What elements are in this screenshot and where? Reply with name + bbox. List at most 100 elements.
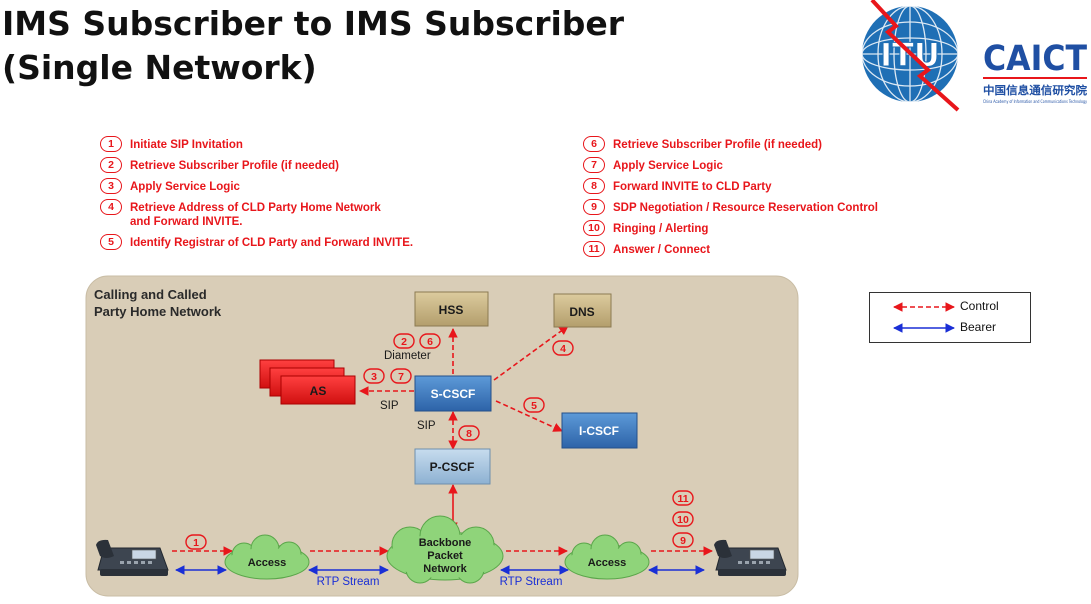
step-marker-7: 7 xyxy=(390,368,412,384)
caict-chinese-name: 中国信息通信研究院 xyxy=(983,83,1087,97)
svg-text:2: 2 xyxy=(401,336,407,348)
node-pcscf: P-CSCF xyxy=(414,448,491,485)
legend-bearer-arrow-icon xyxy=(893,323,955,333)
cloud-access-right: Access xyxy=(564,534,650,580)
svg-text:7: 7 xyxy=(398,371,404,383)
node-hss: HSS xyxy=(414,291,489,327)
step-number: 11 xyxy=(583,241,605,257)
step-label: Apply Service Logic xyxy=(130,181,240,193)
cloud-access-left: Access xyxy=(224,534,310,580)
step-label: Retrieve Address of CLD Party Home Netwo… xyxy=(130,202,381,228)
label-diameter: Diameter xyxy=(384,350,431,362)
svg-text:11: 11 xyxy=(677,493,688,505)
step-label: Identify Registrar of CLD Party and Forw… xyxy=(130,237,414,249)
legend-row-control: Control xyxy=(870,297,1030,317)
step-label: Apply Service Logic xyxy=(613,160,723,172)
step-marker-8: 8 xyxy=(458,425,480,441)
control-arrow-scscf-icscf xyxy=(495,400,563,432)
node-as: AS xyxy=(259,359,356,405)
phone-right-icon xyxy=(714,539,787,576)
node-as-label: AS xyxy=(310,384,327,398)
step-item: 4 Retrieve Address of CLD Party Home Netw… xyxy=(100,199,540,229)
slide-title-line1: IMS Subscriber to IMS Subscriber xyxy=(2,4,625,43)
step-number: 9 xyxy=(583,199,605,215)
step-item: 10 Ringing / Alerting xyxy=(583,220,1003,236)
step-number: 10 xyxy=(583,220,605,236)
cloud-backbone: Backbone Packet Network xyxy=(386,515,504,584)
step-number: 7 xyxy=(583,157,605,173)
node-hss-label: HSS xyxy=(439,303,464,317)
node-scscf-label: S-CSCF xyxy=(431,387,476,401)
step-item: 3 Apply Service Logic xyxy=(100,178,540,194)
cloud-access-right-label: Access xyxy=(588,557,627,569)
step-marker-4: 4 xyxy=(552,340,574,356)
step-label: Retrieve Subscriber Profile (if needed) xyxy=(130,160,339,172)
step-item: 5 Identify Registrar of CLD Party and For… xyxy=(100,234,540,250)
node-dns-label: DNS xyxy=(569,305,594,319)
legend-row-bearer: Bearer xyxy=(870,318,1030,338)
phone-left-icon xyxy=(96,539,169,576)
caict-logo: CAICT 中国信息通信研究院 China Academy of Informa… xyxy=(983,39,1088,104)
node-dns: DNS xyxy=(553,293,612,328)
legend-control-label: Control xyxy=(960,299,999,313)
lightning-icon xyxy=(870,0,960,112)
step-number: 4 xyxy=(100,199,122,215)
step-marker-3: 3 xyxy=(363,368,385,384)
steps-list-right: 6 Retrieve Subscriber Profile (if needed)… xyxy=(583,136,1003,257)
step-marker-11: 11 xyxy=(672,490,694,506)
svg-text:9: 9 xyxy=(680,535,686,547)
step-number: 8 xyxy=(583,178,605,194)
label-rtp-left: RTP Stream xyxy=(317,576,380,588)
step-item: 6 Retrieve Subscriber Profile (if needed) xyxy=(583,136,1003,152)
step-label: Answer / Connect xyxy=(613,244,711,256)
step-number: 5 xyxy=(100,234,122,250)
step-marker-5: 5 xyxy=(523,397,545,413)
svg-text:4: 4 xyxy=(560,343,566,355)
label-rtp-right: RTP Stream xyxy=(500,576,563,588)
step-marker-2: 2 xyxy=(393,333,415,349)
svg-text:6: 6 xyxy=(427,336,433,348)
step-item: 9 SDP Negotiation / Resource Reservation … xyxy=(583,199,1003,215)
caict-english-name: China Academy of Information and Communi… xyxy=(983,99,1088,104)
node-icscf-label: I-CSCF xyxy=(579,424,619,438)
area-label-line1: Calling and Called xyxy=(94,287,207,302)
step-number: 3 xyxy=(100,178,122,194)
step-marker-6: 6 xyxy=(419,333,441,349)
cloud-backbone-label-line1: Backbone xyxy=(419,537,472,549)
logos: ITU CAICT 中国信息通信研究院 China Academy of Inf… xyxy=(861,0,1088,112)
step-label: SDP Negotiation / Resource Reservation C… xyxy=(613,202,878,214)
svg-text:1: 1 xyxy=(193,537,199,549)
control-arrow-scscf-dns xyxy=(493,325,569,381)
slide-title-line2: (Single Network) xyxy=(2,48,317,87)
svg-text:8: 8 xyxy=(466,428,472,440)
home-network-area xyxy=(85,275,799,597)
itu-logo: ITU xyxy=(861,0,960,112)
step-item: 7 Apply Service Logic xyxy=(583,157,1003,173)
cloud-backbone-label-line2: Packet xyxy=(427,550,463,562)
step-item: 11 Answer / Connect xyxy=(583,241,1003,257)
step-item: 1 Initiate SIP Invitation xyxy=(100,136,540,152)
step-number: 6 xyxy=(583,136,605,152)
step-marker-1: 1 xyxy=(185,534,207,550)
node-icscf: I-CSCF xyxy=(561,412,638,449)
step-label: Initiate SIP Invitation xyxy=(130,139,243,151)
svg-text:10: 10 xyxy=(677,514,689,526)
step-label: Forward INVITE to CLD Party xyxy=(613,181,772,193)
legend-control-arrow-icon xyxy=(893,302,955,312)
caict-logo-text: CAICT xyxy=(983,39,1087,79)
slide-title: IMS Subscriber to IMS Subscriber (Single… xyxy=(2,2,624,90)
step-item: 8 Forward INVITE to CLD Party xyxy=(583,178,1003,194)
step-marker-10: 10 xyxy=(672,511,694,527)
legend: Control Bearer xyxy=(869,292,1031,343)
step-number: 1 xyxy=(100,136,122,152)
node-pcscf-label: P-CSCF xyxy=(430,460,475,474)
area-label-line2: Party Home Network xyxy=(94,304,222,319)
step-label: Retrieve Subscriber Profile (if needed) xyxy=(613,139,822,151)
legend-bearer-label: Bearer xyxy=(960,320,997,334)
step-label: Ringing / Alerting xyxy=(613,223,709,235)
step-marker-9: 9 xyxy=(672,532,694,548)
cloud-access-left-label: Access xyxy=(248,557,287,569)
